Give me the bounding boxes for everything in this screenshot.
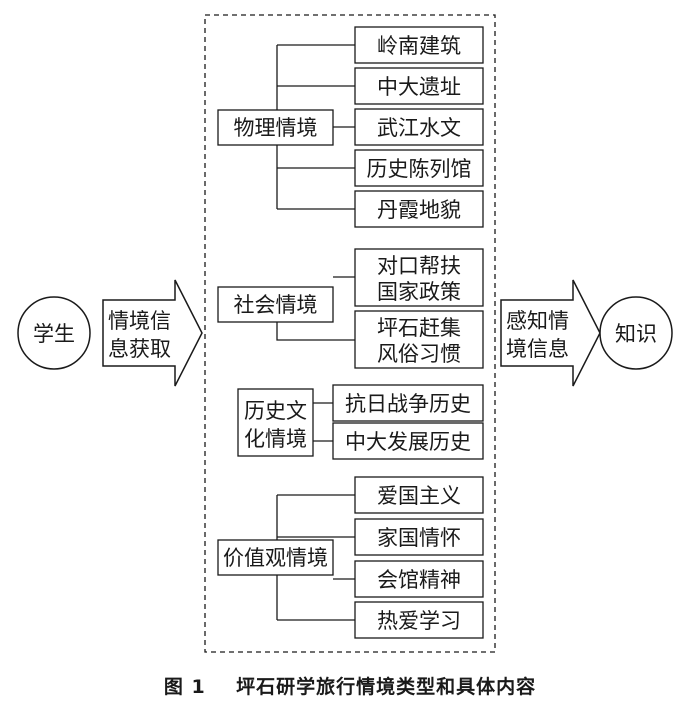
caption-spacer xyxy=(206,676,236,698)
item-box xyxy=(354,476,484,514)
item-text-line-1: 坪石赶集 xyxy=(377,316,461,340)
figure-caption: 图 1 坪石研学旅行情境类型和具体内容 xyxy=(0,672,700,699)
item-box xyxy=(354,190,484,228)
connector-lines xyxy=(276,494,355,621)
group-label-box xyxy=(237,388,314,457)
item-box xyxy=(354,601,484,639)
context-container xyxy=(204,14,496,653)
item-text: 中大遗址 xyxy=(377,75,461,99)
connector-lines xyxy=(276,276,355,341)
group-historical-cultural: 历史文 化情境 抗日战争历史 中大发展历史 xyxy=(237,384,484,460)
group-label-text-line-2: 化情境 xyxy=(244,427,307,451)
student-label: 学生 xyxy=(33,322,75,346)
item-box xyxy=(354,518,484,556)
item-text: 爱国主义 xyxy=(377,484,461,508)
item-text: 热爱学习 xyxy=(377,609,461,633)
output-arrow-line-2: 境信息 xyxy=(506,337,569,361)
figure-title: 坪石研学旅行情境类型和具体内容 xyxy=(236,676,537,698)
group-label-box xyxy=(217,539,334,576)
output-arrow-line-1: 感知情 xyxy=(506,309,569,333)
item-text: 武江水文 xyxy=(377,116,461,140)
item-box xyxy=(354,560,484,598)
item-box xyxy=(332,422,484,460)
input-arrow xyxy=(102,279,203,387)
item-box xyxy=(354,310,484,369)
connector-lines xyxy=(276,44,355,210)
figure-number: 图 1 xyxy=(163,676,206,698)
connector-lines xyxy=(313,402,333,442)
group-label-box xyxy=(217,286,334,323)
item-text-line-2: 风俗习惯 xyxy=(377,342,461,366)
knowledge-node xyxy=(599,296,673,370)
group-physical: 物理情境 岭南建筑 中大遗址 武江水文 历史陈列馆 丹霞地貌 xyxy=(217,26,484,228)
item-text: 中大发展历史 xyxy=(345,430,471,454)
group-label-text-line-1: 历史文 xyxy=(244,399,307,423)
group-social: 社会情境 对口帮扶 国家政策 坪石赶集 风俗习惯 xyxy=(217,248,484,369)
item-text: 历史陈列馆 xyxy=(367,157,472,181)
group-label-text: 价值观情境 xyxy=(223,546,328,570)
group-label-text: 社会情境 xyxy=(234,293,318,317)
group-label-text: 物理情境 xyxy=(234,116,318,140)
input-arrow-line-1: 情境信 xyxy=(108,309,171,333)
input-arrow-line-2: 息获取 xyxy=(108,337,171,361)
item-text: 家国情怀 xyxy=(377,526,461,550)
item-box xyxy=(354,248,484,307)
item-text-line-2: 国家政策 xyxy=(377,280,461,304)
item-box xyxy=(354,149,484,187)
item-box xyxy=(354,26,484,64)
student-node xyxy=(17,296,91,370)
item-text: 抗日战争历史 xyxy=(345,392,471,416)
item-box xyxy=(332,384,484,422)
item-text: 会馆精神 xyxy=(377,568,461,592)
knowledge-label: 知识 xyxy=(615,322,657,346)
item-box xyxy=(354,67,484,105)
item-text-line-1: 对口帮扶 xyxy=(377,254,461,278)
output-arrow xyxy=(500,279,601,387)
group-values: 价值观情境 爱国主义 家国情怀 会馆精神 热爱学习 xyxy=(217,476,484,639)
item-box xyxy=(354,108,484,146)
item-text: 岭南建筑 xyxy=(377,34,461,58)
item-text: 丹霞地貌 xyxy=(377,198,461,222)
